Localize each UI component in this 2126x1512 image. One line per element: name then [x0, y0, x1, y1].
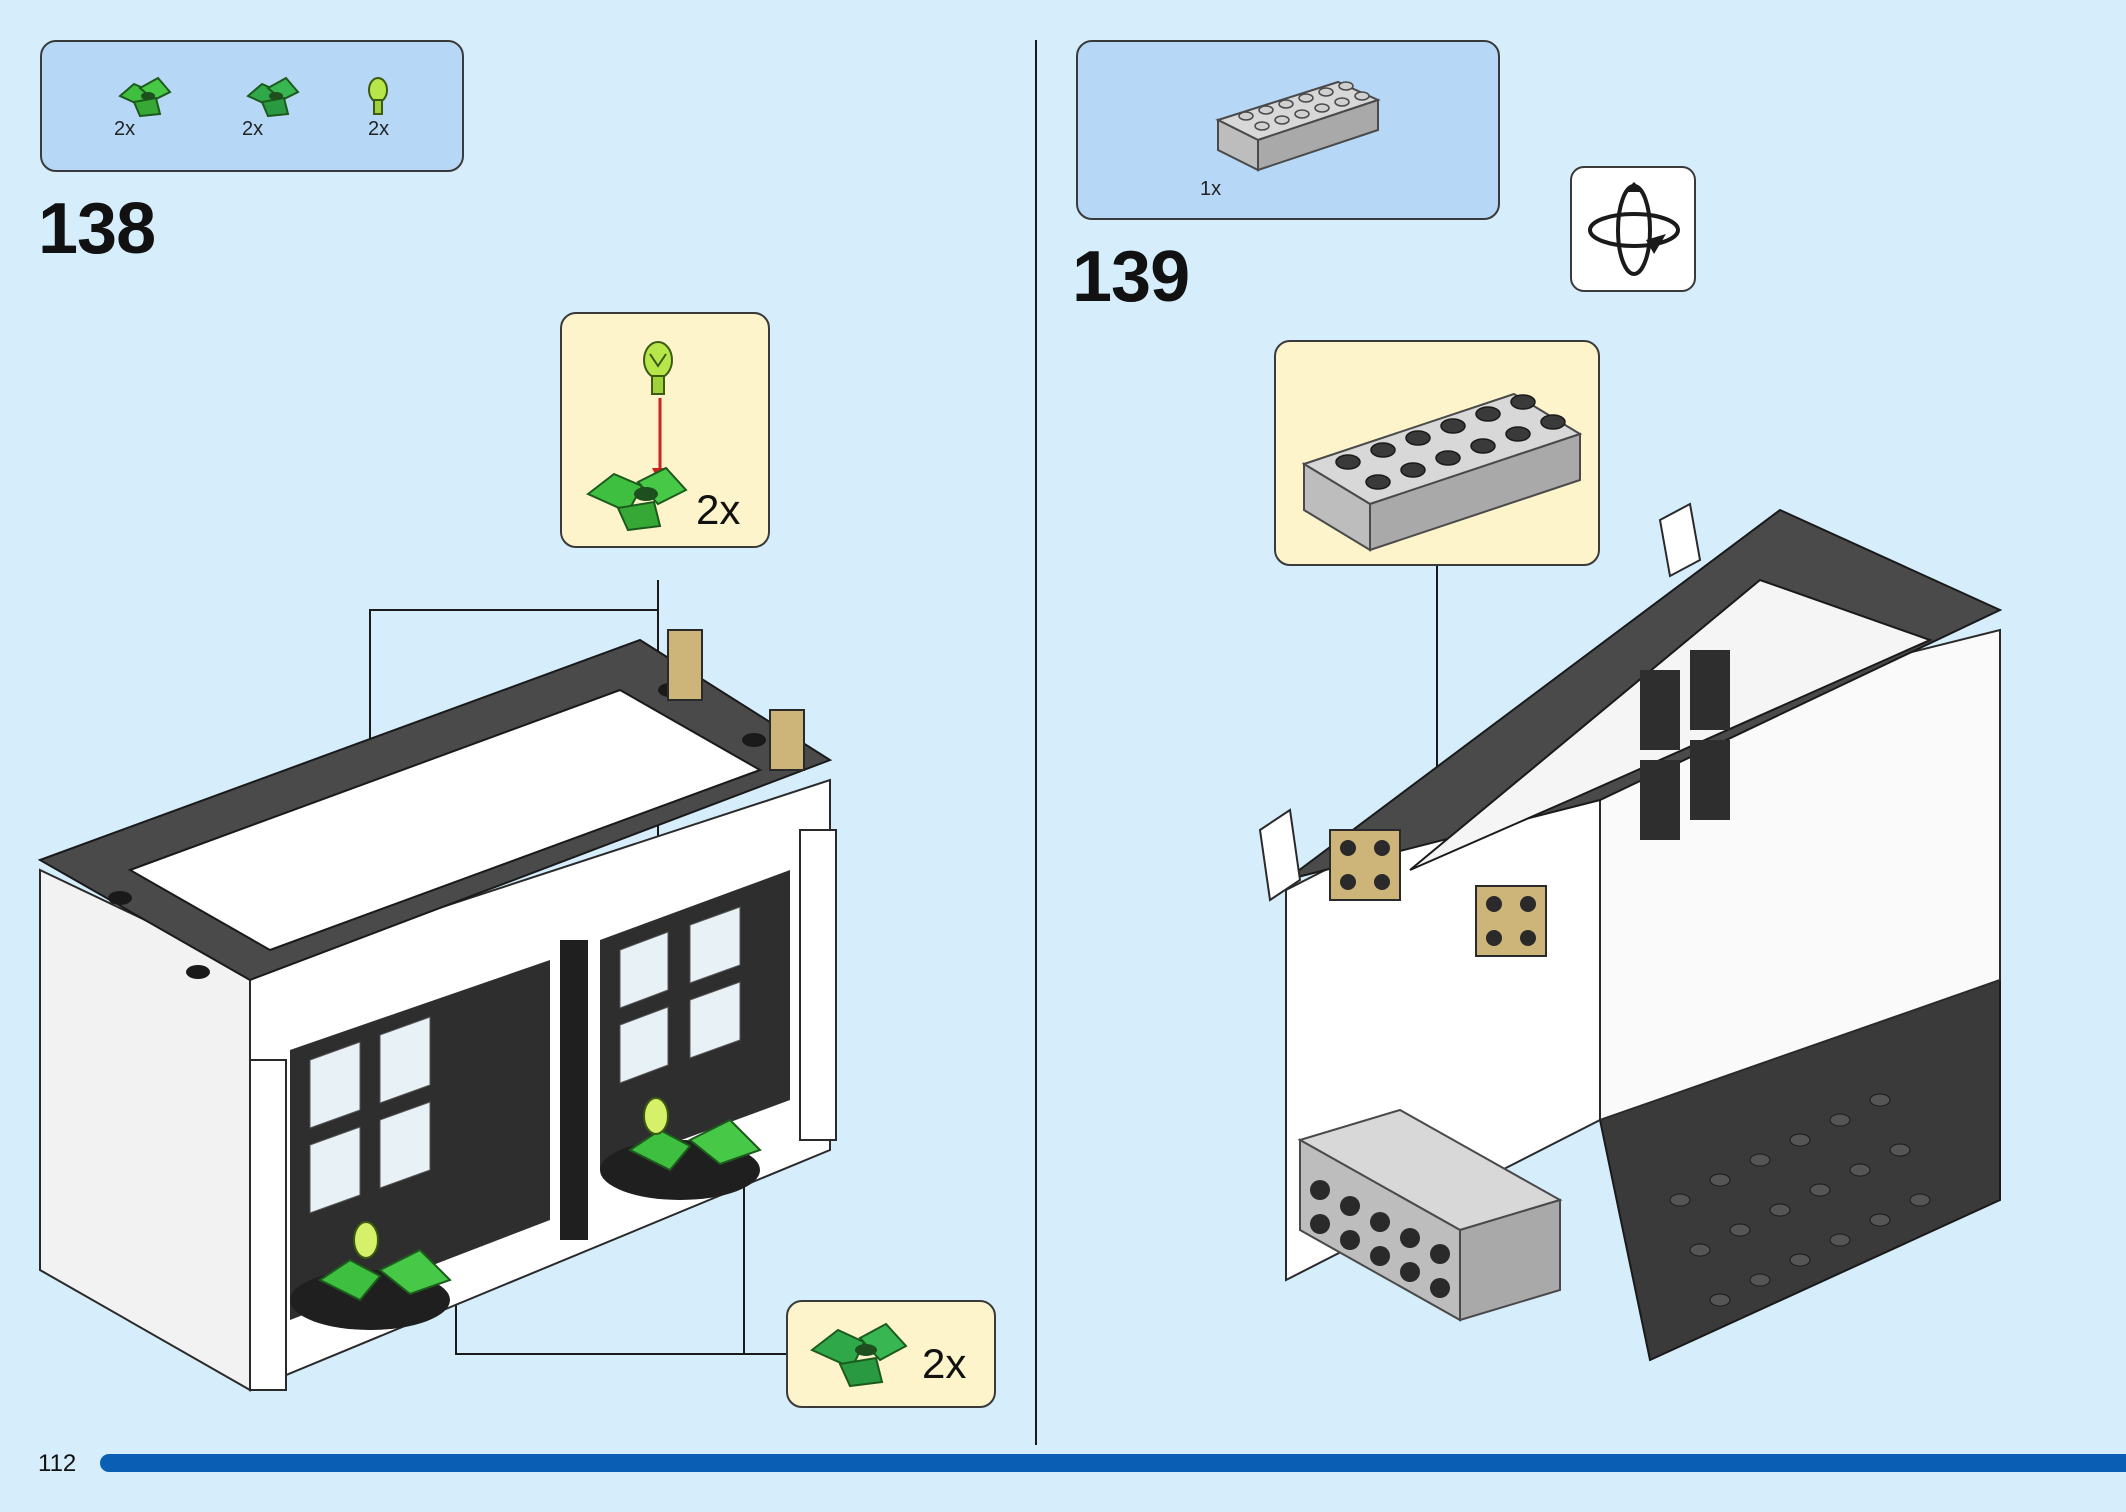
grey-2x6-brick-icon	[1215, 80, 1381, 172]
green-leaf-plant-icon	[586, 466, 688, 532]
building-model-step-139	[1258, 502, 2003, 1362]
rotate-model-icon	[1570, 166, 1696, 292]
lime-flower-bud-icon	[643, 341, 673, 395]
step-number: 139	[1072, 237, 1190, 317]
green-leaf-plant-icon	[118, 76, 172, 118]
brick-callout	[1274, 340, 1600, 566]
subassembly-count: 2x	[696, 486, 741, 533]
part-count: 2x	[114, 118, 136, 140]
part-count: 2x	[242, 118, 264, 140]
page-number: 112	[38, 1450, 77, 1477]
part-count: 1x	[1200, 178, 1222, 200]
flower-subassembly-callout: 2x	[560, 312, 770, 548]
green-leaf-plant-icon	[246, 76, 300, 118]
plant-callout: 2x	[786, 1300, 996, 1408]
progress-bar	[100, 1454, 2126, 1472]
lime-flower-bud-icon	[368, 77, 388, 115]
part-count: 2x	[368, 118, 390, 140]
building-model-step-138	[37, 580, 837, 1392]
plant-callout-count: 2x	[922, 1340, 967, 1387]
step-138-parts-box: 2x 2x 2x	[40, 40, 464, 172]
step-139-parts-box: 1x	[1076, 40, 1500, 220]
grey-2x6-brick-icon	[1301, 392, 1583, 552]
step-number: 138	[38, 189, 156, 269]
page-divider	[1035, 40, 1037, 1445]
green-leaf-plant-icon	[810, 1322, 908, 1388]
